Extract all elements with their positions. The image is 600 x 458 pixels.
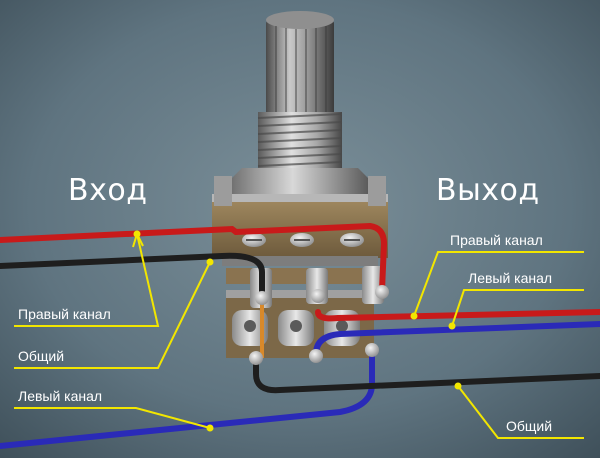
leader-right-left-channel bbox=[451, 289, 584, 327]
solder-joints bbox=[249, 285, 389, 365]
output-red-wire bbox=[315, 309, 600, 322]
leader-dots bbox=[133, 230, 462, 432]
potentiometer-nut bbox=[228, 168, 372, 196]
input-black-wire bbox=[0, 252, 265, 301]
potentiometer-bushing bbox=[257, 112, 343, 170]
leader-right-common bbox=[457, 385, 584, 439]
leader-lines bbox=[14, 233, 584, 439]
label-output-right-channel: Правый канал bbox=[450, 232, 543, 248]
output-black-wire bbox=[253, 357, 600, 394]
housing-screws bbox=[242, 233, 364, 247]
leader-left-right-channel bbox=[14, 233, 160, 327]
leader-left-common bbox=[14, 261, 211, 369]
potentiometer-shaft bbox=[266, 11, 334, 118]
label-input-common: Общий bbox=[18, 348, 65, 364]
leader-right-right-channel bbox=[413, 251, 584, 317]
label-output-left-channel: Левый канал bbox=[468, 270, 553, 286]
label-output-common: Общий bbox=[506, 418, 553, 434]
input-heading: Вход bbox=[68, 173, 148, 208]
input-red-wire-to-lug bbox=[233, 222, 388, 293]
output-heading: Выход bbox=[436, 173, 540, 208]
leader-left-left-channel bbox=[14, 407, 211, 429]
label-input-right-channel: Правый канал bbox=[18, 306, 111, 322]
label-input-left-channel: Левый канал bbox=[18, 388, 103, 404]
